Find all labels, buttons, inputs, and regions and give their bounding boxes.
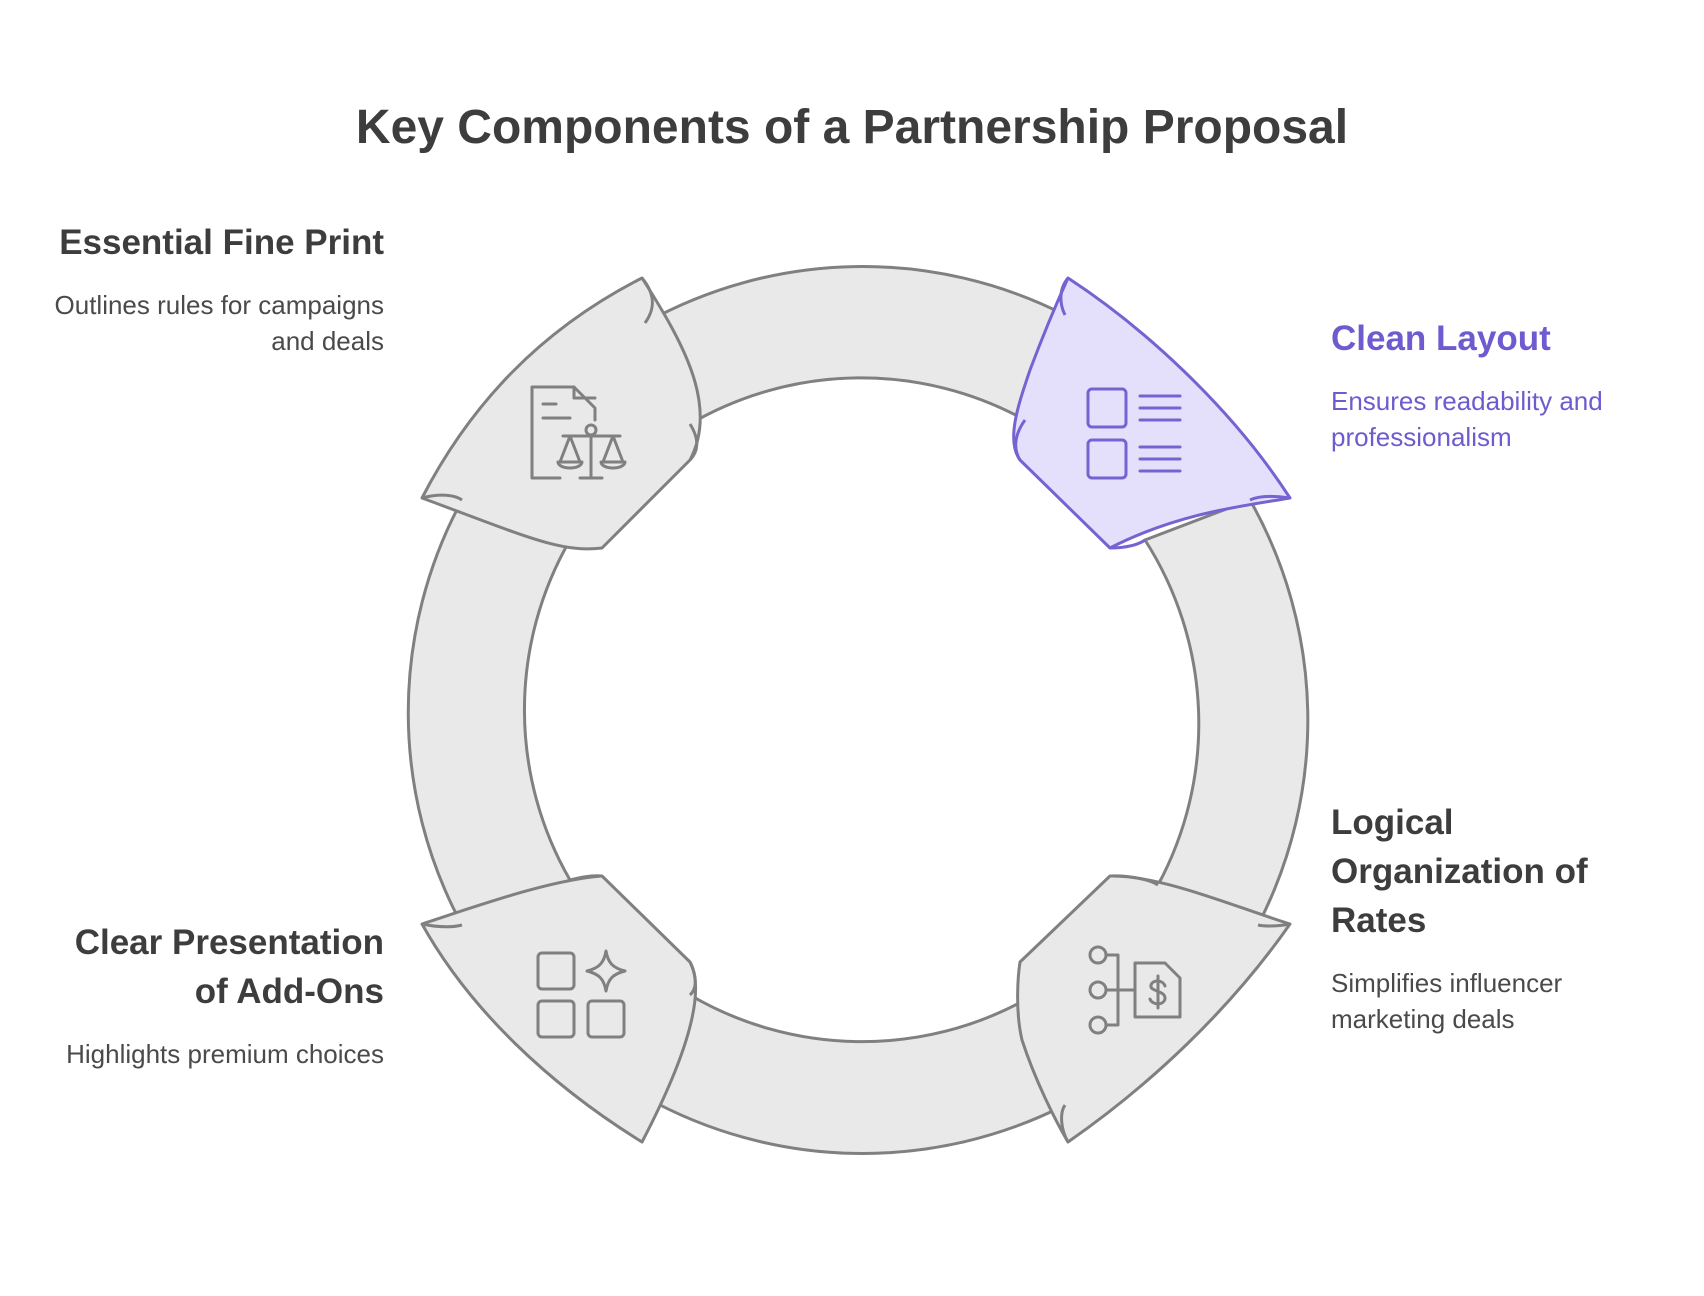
component-heading: Clear Presentation of Add-Ons (74, 923, 384, 1011)
legal-document-scales-icon (530, 385, 627, 480)
arrow-head-fine-print (420, 276, 702, 551)
ring-segment-right (1143, 498, 1310, 927)
ring-segment-bottom (643, 993, 1067, 1155)
layout-list-icon (1086, 387, 1182, 480)
component-description: Highlights premium choices (66, 1039, 384, 1069)
arrow-head-add-ons (420, 874, 698, 1144)
pricing-hierarchy-icon (1088, 945, 1182, 1035)
component-rates: Logical Organization of Rates Simplifies… (1331, 798, 1661, 1037)
component-clean-layout: Clean Layout Ensures readability and pro… (1331, 314, 1661, 455)
component-description: Ensures readability and professionalism (1331, 386, 1603, 452)
component-description: Simplifies influencer marketing deals (1331, 968, 1563, 1034)
arrow-head-clean-layout (1012, 276, 1292, 550)
ring-segment-top (643, 265, 1067, 426)
component-heading: Logical Organization of Rates (1331, 803, 1588, 940)
component-description: Outlines rules for campaigns and deals (54, 290, 384, 356)
component-heading: Clean Layout (1331, 319, 1551, 358)
arrow-head-rates (1016, 874, 1292, 1144)
component-add-ons: Clear Presentation of Add-Ons Highlights… (54, 918, 384, 1072)
component-heading: Essential Fine Print (59, 223, 384, 262)
ring-segment-left (406, 498, 572, 927)
diagram-title: Key Components of a Partnership Proposal (355, 101, 1349, 154)
add-ons-grid-icon (536, 949, 627, 1039)
component-fine-print: Essential Fine Print Outlines rules for … (54, 218, 384, 359)
